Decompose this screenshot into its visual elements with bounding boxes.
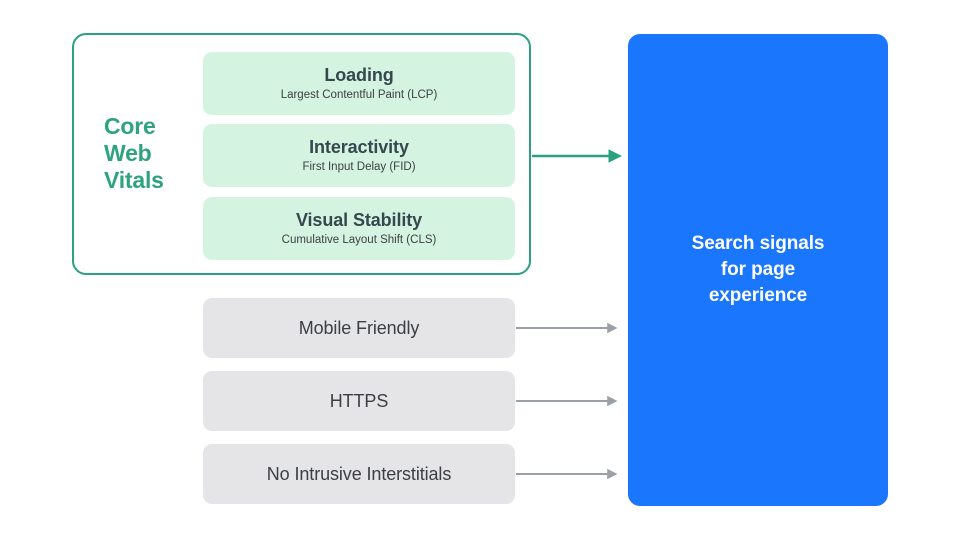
vital-card-visual-stability[interactable]: Visual Stability Cumulative Layout Shift… — [203, 197, 515, 260]
vital-card-subtitle: First Input Delay (FID) — [302, 161, 416, 173]
core-web-vitals-label: Core Web Vitals — [104, 113, 190, 194]
signal-title: No Intrusive Interstitials — [266, 464, 452, 484]
search-signals-box[interactable]: Search signals for page experience — [628, 34, 888, 506]
core-web-vitals-label-line-1: Core — [104, 113, 156, 139]
no-intrusive-interstitials-box[interactable]: No Intrusive Interstitials — [203, 444, 515, 504]
vital-card-subtitle: Largest Contentful Paint (LCP) — [280, 89, 438, 101]
signal-title: HTTPS — [329, 391, 389, 411]
vital-card-title: Visual Stability — [295, 210, 423, 230]
signal-title: Mobile Friendly — [298, 318, 420, 338]
vital-card-loading[interactable]: Loading Largest Contentful Paint (LCP) — [203, 52, 515, 115]
mobile-friendly-box[interactable]: Mobile Friendly — [203, 298, 515, 358]
vital-card-interactivity[interactable]: Interactivity First Input Delay (FID) — [203, 124, 515, 187]
vital-card-title: Interactivity — [309, 137, 409, 157]
https-box[interactable]: HTTPS — [203, 371, 515, 431]
vital-card-title: Loading — [324, 65, 394, 85]
search-signals-title: Search signals for page experience — [691, 233, 825, 306]
vital-card-subtitle: Cumulative Layout Shift (CLS) — [281, 234, 437, 246]
core-web-vitals-label-line-2: Web — [104, 140, 152, 166]
core-web-vitals-label-line-3: Vitals — [104, 167, 164, 193]
